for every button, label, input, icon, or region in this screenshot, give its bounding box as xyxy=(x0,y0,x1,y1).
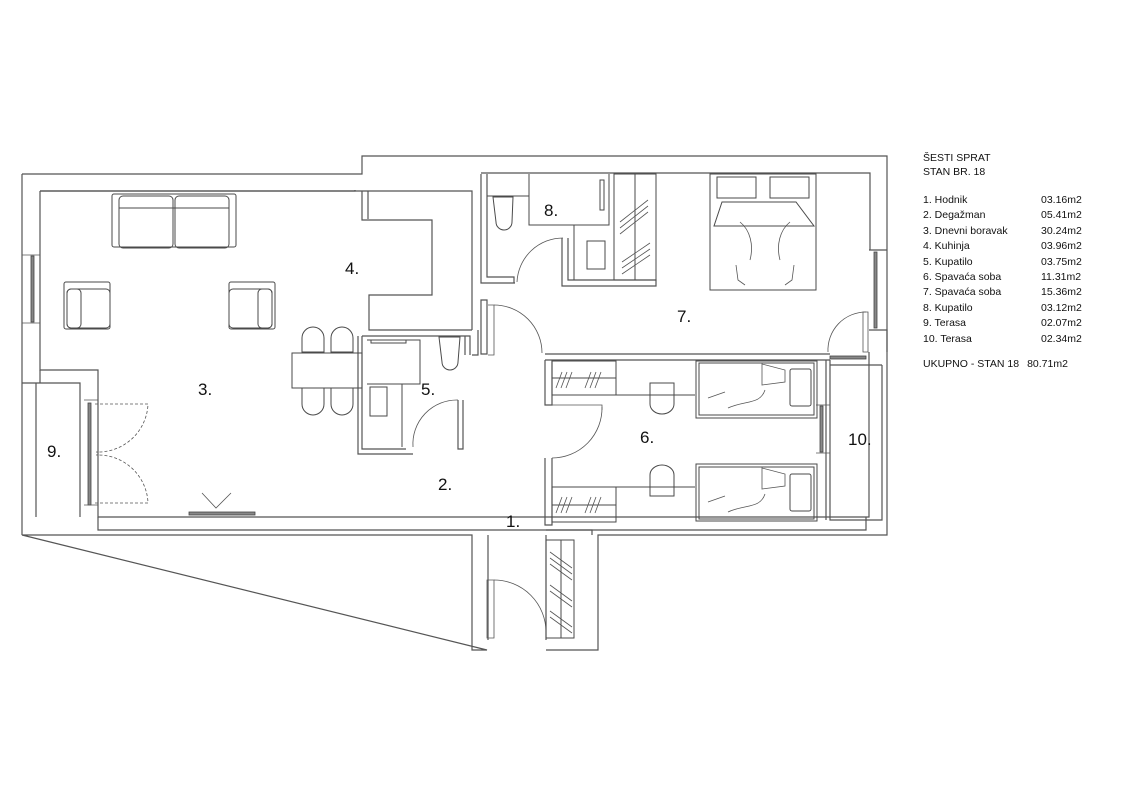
armchair-icon xyxy=(63,281,111,330)
wardrobe-icon xyxy=(551,486,695,523)
room-label-3: 3. xyxy=(198,380,212,399)
interior-walls xyxy=(357,172,888,640)
room-label-6: 6. xyxy=(640,428,654,447)
room-labels: 1. 2. 3. 4. 5. 6. 7. 8. 9. 10. xyxy=(47,201,872,531)
sink-icon xyxy=(573,225,606,280)
room-label-5: 5. xyxy=(421,380,435,399)
apartment-title: STAN BR. 18 xyxy=(923,165,986,178)
room-label-9: 9. xyxy=(47,442,61,461)
outer-walls xyxy=(21,155,888,651)
wardrobe-icon xyxy=(551,360,695,396)
chair-icon xyxy=(649,464,675,497)
windows xyxy=(22,251,878,516)
sink-icon xyxy=(367,383,403,447)
wardrobe-icon xyxy=(545,539,575,639)
bathtub-icon xyxy=(367,339,421,385)
bathtub-icon xyxy=(487,174,610,226)
sofa-icon xyxy=(111,193,237,249)
room-label-7: 7. xyxy=(677,307,691,326)
room-label-4: 4. xyxy=(345,259,359,278)
doors xyxy=(95,237,869,639)
armchair-icon xyxy=(228,281,276,330)
dining-table-icon xyxy=(291,326,363,416)
toilet-icon xyxy=(492,196,514,231)
room-label-2: 2. xyxy=(438,475,452,494)
toilet-icon xyxy=(438,336,461,371)
floor-title: ŠESTI SPRAT xyxy=(923,152,991,164)
single-bed-icon xyxy=(695,360,818,419)
single-bed-icon xyxy=(695,463,818,522)
double-bed-icon xyxy=(709,173,817,291)
tv-icon xyxy=(201,492,232,509)
room-label-10: 10. xyxy=(848,430,872,449)
room-label-8: 8. xyxy=(544,201,558,220)
wardrobe-icon xyxy=(613,173,657,281)
chair-icon xyxy=(649,382,675,415)
room-label-1: 1. xyxy=(506,512,520,531)
furniture xyxy=(63,173,818,639)
